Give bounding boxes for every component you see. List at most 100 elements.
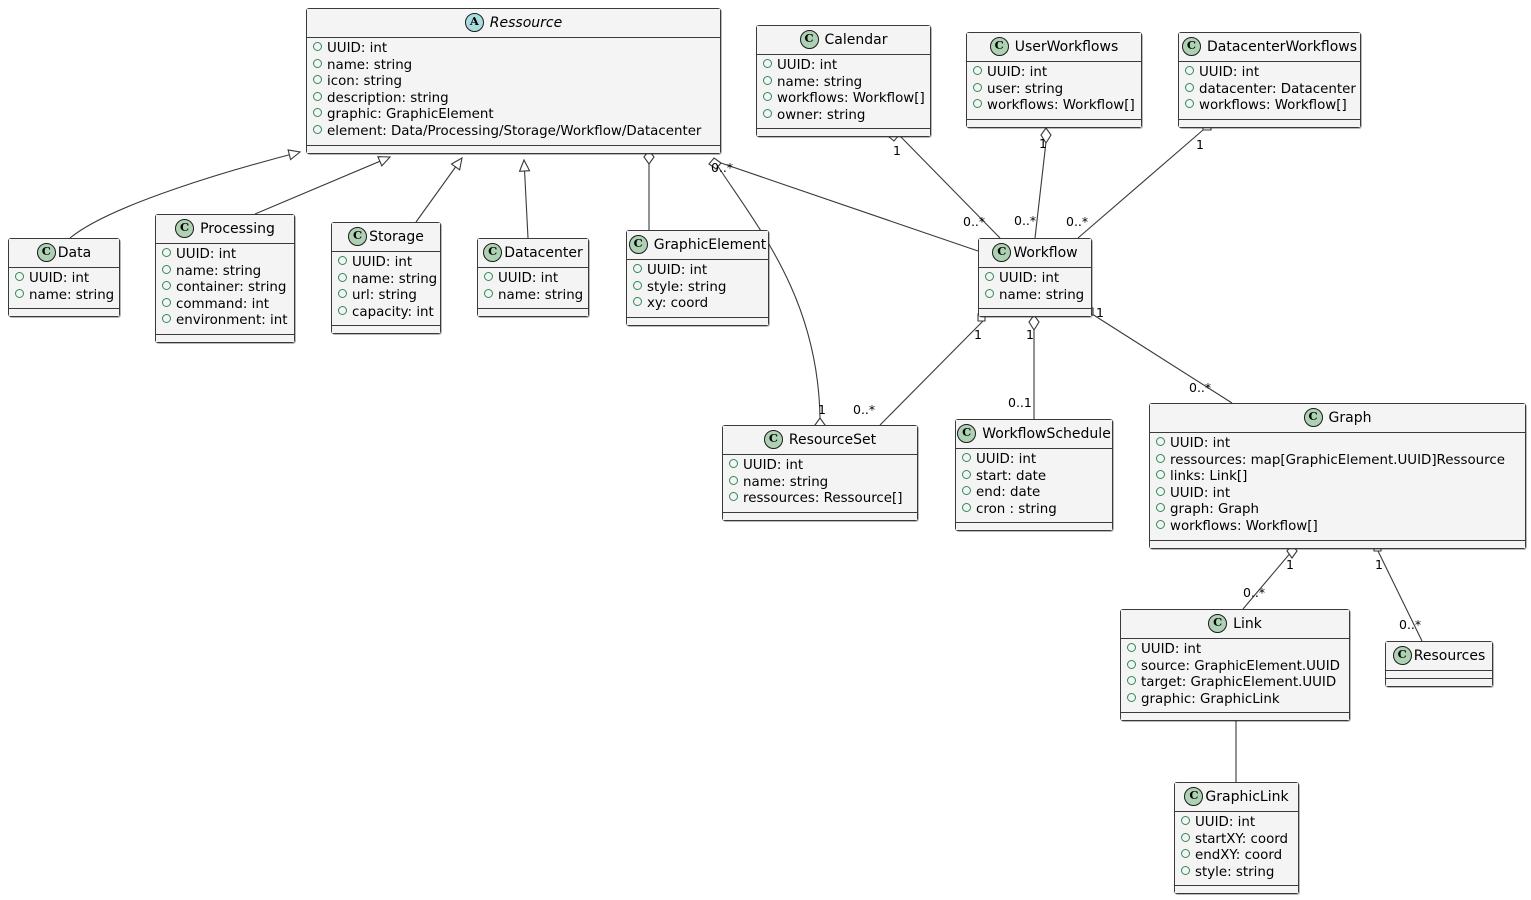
class-name-resources: Resources (1413, 647, 1486, 664)
visibility-public-icon (313, 124, 322, 134)
visibility-public-icon (162, 264, 171, 274)
attribute-row: user: string (973, 82, 1134, 99)
class-methods-link (1121, 713, 1349, 721)
abstract-class-icon: A (464, 13, 484, 32)
visibility-public-icon (633, 297, 642, 307)
attribute-text: UUID: int (327, 41, 388, 56)
attribute-text: workflows: Workflow[] (987, 98, 1135, 114)
attribute-text: graphic: GraphicLink (1141, 691, 1280, 707)
attribute-row: UUID: int (729, 458, 910, 475)
class-header-processing: C Processing (156, 215, 294, 244)
attribute-row: UUID: int (313, 41, 713, 58)
visibility-public-icon (1127, 676, 1136, 686)
attribute-text: workflows: Workflow[] (777, 91, 925, 107)
visibility-public-icon (15, 288, 24, 298)
attribute-row: links: Link[] (1156, 469, 1518, 486)
multiplicity-label: 1 (818, 402, 826, 417)
attribute-row: graph: Graph (1156, 502, 1518, 519)
attribute-text: UUID: int (987, 65, 1048, 80)
attribute-row: graphic: GraphicLink (1127, 692, 1342, 709)
attribute-row: workflows: Workflow[] (1185, 98, 1353, 115)
class-icon: C (992, 243, 1012, 262)
attribute-text: environment: int (176, 313, 288, 329)
visibility-public-icon (162, 248, 171, 257)
attribute-text: target: GraphicElement.UUID (1141, 675, 1337, 691)
attribute-row: xy: coord (633, 296, 761, 313)
attribute-row: UUID: int (763, 58, 923, 75)
attribute-text: name: string (176, 263, 262, 279)
attribute-row: UUID: int (973, 65, 1134, 82)
attribute-row: UUID: int (1156, 486, 1518, 503)
visibility-public-icon (1127, 643, 1136, 652)
attribute-row: start: date (962, 469, 1105, 486)
visibility-public-icon (1185, 66, 1194, 75)
edge-datacenter-ressource (518, 158, 531, 239)
visibility-public-icon (763, 108, 772, 118)
class-methods-calendar (757, 129, 930, 137)
class-methods-graph (1150, 540, 1525, 548)
attribute-row: element: Data/Processing/Storage/Workflo… (313, 124, 713, 141)
multiplicity-label: 1 (1375, 557, 1383, 572)
attribute-text: name: string (498, 287, 584, 303)
class-name-processing: Processing (200, 220, 275, 237)
multiplicity-label: 0..* (1399, 617, 1422, 632)
visibility-public-icon (1156, 437, 1165, 446)
attribute-row: UUID: int (985, 271, 1084, 288)
visibility-public-icon (763, 92, 772, 102)
edge-graph-link (1242, 550, 1293, 610)
attribute-row: style: string (633, 280, 761, 297)
class-icon: C (628, 235, 648, 254)
attribute-row: style: string (1181, 865, 1291, 882)
class-name-userworkflows: UserWorkflows (1014, 38, 1119, 55)
attribute-row: startXY: coord (1181, 832, 1291, 849)
visibility-public-icon (633, 264, 642, 273)
visibility-public-icon (1127, 692, 1136, 702)
attribute-text: UUID: int (498, 271, 559, 286)
visibility-public-icon (962, 502, 971, 512)
visibility-public-icon (338, 305, 347, 315)
class-methods-userworkflows (967, 119, 1141, 127)
attribute-text: capacity: int (352, 304, 434, 320)
visibility-public-icon (962, 486, 971, 496)
class-name-data: Data (57, 244, 92, 261)
class-methods-workflowschedule (956, 523, 1112, 531)
visibility-public-icon (633, 280, 642, 290)
class-icon: C (1181, 37, 1201, 56)
multiplicity-label: 0..* (1189, 380, 1212, 395)
class-icon: C (1303, 408, 1323, 427)
multiplicity-label: 0..* (1066, 214, 1089, 229)
attribute-row: UUID: int (338, 255, 433, 272)
class-icon: C (799, 30, 819, 49)
multiplicity-label: 1 (1286, 557, 1294, 572)
visibility-public-icon (962, 469, 971, 479)
visibility-public-icon (338, 256, 347, 265)
attribute-text: UUID: int (1199, 65, 1260, 80)
class-icon: C (175, 219, 195, 238)
visibility-public-icon (162, 281, 171, 291)
